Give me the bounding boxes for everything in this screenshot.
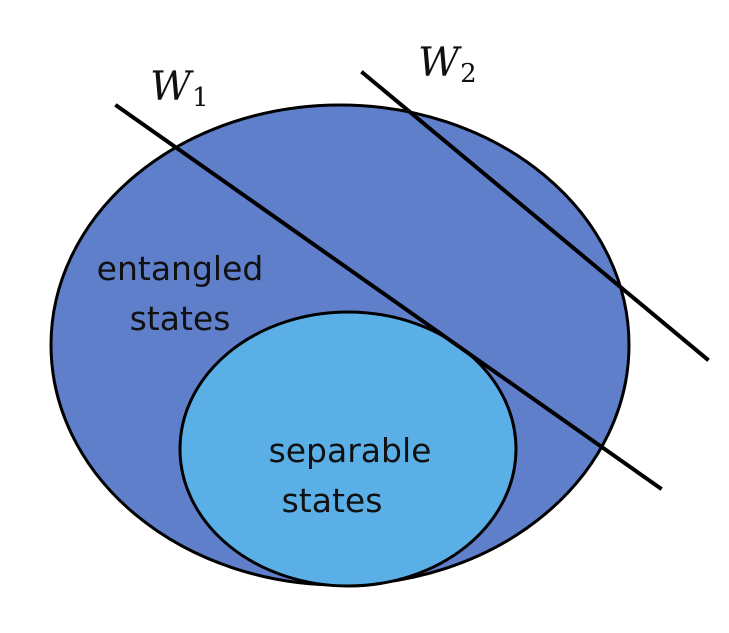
witness-2-line [360,70,710,362]
witness-2-symbol: W [418,40,462,86]
witness-1-symbol: W [150,64,194,110]
witness-1-line [114,103,663,491]
witness-2-subscript: 2 [460,59,477,89]
separable-label-line1: separable [269,431,432,470]
entangled-label-line1: entangled [97,249,264,288]
witness-1-label: W1 [150,64,209,113]
entangled-label-line2: states [130,299,231,338]
separable-label-line2: states [282,481,383,520]
witness-2-label: W2 [418,40,477,89]
witness-1-subscript: 1 [192,83,209,113]
separable-states-region [178,310,518,588]
